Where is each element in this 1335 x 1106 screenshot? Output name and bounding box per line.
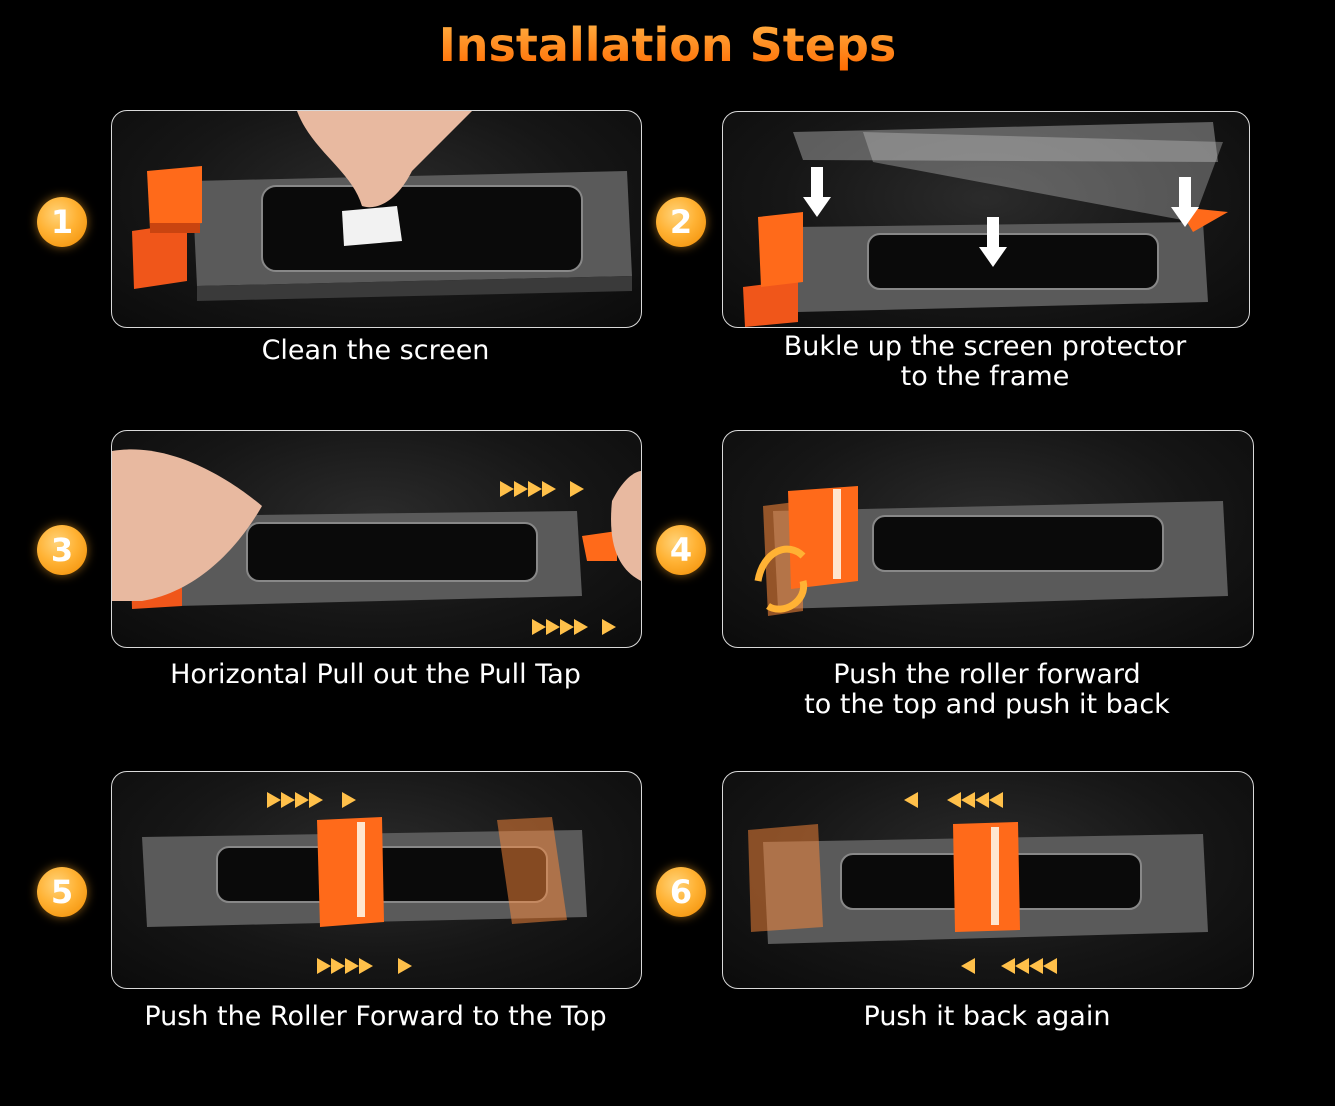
- roller-back-illustration: [748, 792, 1208, 974]
- step-1-caption-line-1: Clean the screen: [261, 335, 490, 366]
- step-4-caption-line-2: to the top and push it back: [804, 689, 1170, 720]
- pull-tab-illustration: [112, 449, 641, 635]
- step-4-number-badge: 4: [656, 525, 706, 575]
- step-5-caption: Push the Roller Forward to the Top: [111, 1002, 640, 1032]
- step-2-caption-line-1: Bukle up the screen protector: [783, 331, 1187, 362]
- step-3-number-badge: 3: [37, 525, 87, 575]
- step-2-number-badge: 2: [656, 197, 706, 247]
- step-2-image-panel: [722, 111, 1250, 328]
- step-3-caption-line-1: Horizontal Pull out the Pull Tap: [170, 659, 581, 690]
- step-3-caption: Horizontal Pull out the Pull Tap: [111, 660, 640, 690]
- step-4-caption-line-1: Push the roller forward: [833, 659, 1141, 690]
- roller-push-illustration: [754, 486, 1228, 616]
- roller-forward-illustration: [142, 792, 587, 974]
- step-6-caption-line-1: Push it back again: [863, 1001, 1111, 1032]
- step-5-image-panel: [111, 771, 642, 989]
- step-5-number-badge: 5: [37, 867, 87, 917]
- step-6-image-panel: [722, 771, 1254, 989]
- page-title: Installation Steps: [0, 18, 1335, 72]
- step-5-caption-line-1: Push the Roller Forward to the Top: [144, 1001, 607, 1032]
- step-6-caption: Push it back again: [722, 1002, 1252, 1032]
- step-1-image-panel: [111, 110, 642, 328]
- step-1-number-badge: 1: [37, 197, 87, 247]
- step-3-image-panel: [111, 430, 642, 648]
- step-4-caption: Push the roller forward to the top and p…: [722, 660, 1252, 720]
- step-2-caption-line-2: to the frame: [900, 361, 1070, 392]
- step-1-caption: Clean the screen: [111, 336, 640, 366]
- step-4-image-panel: [722, 430, 1254, 648]
- step-2-caption: Bukle up the screen protector to the fra…: [722, 332, 1248, 392]
- buckle-protector-illustration: [743, 122, 1228, 327]
- cleaning-wipe-illustration: [132, 111, 632, 301]
- step-6-number-badge: 6: [656, 867, 706, 917]
